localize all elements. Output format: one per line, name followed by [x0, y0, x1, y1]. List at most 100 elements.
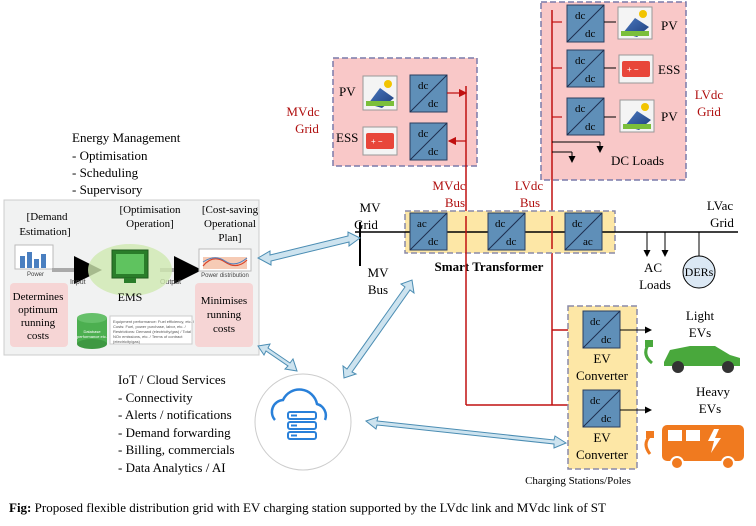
svg-text:dc: dc: [428, 98, 439, 110]
heavy-ev-converter-label-2: Converter: [576, 447, 629, 462]
svg-text:dc: dc: [601, 413, 612, 425]
database-label-2: performance etc.: [77, 334, 107, 339]
svg-text:ac: ac: [583, 236, 593, 248]
lvdc-pv2-converter: dc dc: [566, 97, 605, 136]
st-dc-dc-converter: dc dc: [487, 212, 526, 251]
lvdc-grid-box: [540, 1, 687, 181]
smart-transformer-label: Smart Transformer: [435, 259, 544, 274]
figure-caption: Fig: Proposed flexible distribution grid…: [9, 500, 606, 515]
light-evs-label-1: Light: [686, 308, 715, 323]
dc-loads-label: DC Loads: [611, 153, 664, 168]
params-box: [109, 315, 193, 345]
em-title: Energy Management: [72, 130, 181, 145]
svg-text:dc: dc: [506, 236, 517, 248]
ems-label: EMS: [118, 290, 143, 304]
params-line-3: Restrictions: Demand (electricity/gas) /…: [113, 329, 191, 334]
database-icon: [77, 313, 107, 349]
lvdc-pv1-label: PV: [661, 18, 678, 33]
svg-text:dc: dc: [572, 218, 583, 230]
mv-bus-label-2: Bus: [368, 282, 388, 297]
params-line-4: NOx emissions, etc. / Terms of contract: [113, 334, 183, 339]
minimises-line-1: Minimises: [201, 295, 247, 307]
ems-demand-label-2: Estimation]: [19, 226, 70, 238]
svg-text:dc: dc: [585, 28, 596, 40]
em-item-1: - Optimisation: [72, 148, 148, 163]
lvac-grid-label-1: LVac: [707, 198, 733, 213]
power-distribution-chart-icon: [198, 248, 252, 272]
ems-costsaving-label-2: Operational: [204, 218, 256, 230]
output-label: Output: [160, 279, 181, 286]
svg-text:dc: dc: [575, 103, 586, 115]
mvdc-bus-label-2: Bus: [445, 195, 465, 210]
heavy-ev-bus-icon: [644, 425, 744, 470]
mv-grid-label-1: MV: [360, 200, 382, 215]
mvdc-pv-icon: [362, 75, 398, 111]
determines-line-3: running: [21, 317, 56, 329]
heavy-evs-label-2: EVs: [699, 401, 721, 416]
comm-arrow-cloud-charging: [364, 416, 568, 449]
minimises-line-2: running: [207, 309, 242, 321]
svg-text:dc: dc: [590, 316, 601, 328]
der-circle: [682, 255, 716, 289]
mvdc-ess-converter: dc dc: [409, 122, 448, 161]
svg-text:dc: dc: [585, 121, 596, 133]
mvdc-ess-label: ESS: [336, 130, 358, 145]
ac-loads-label-1: AC: [644, 260, 662, 275]
lvdc-pv1-converter: dc dc: [566, 4, 605, 43]
database-label-1: Database: [83, 329, 101, 334]
determines-line-2: optimum: [18, 304, 58, 316]
st-ac-dc-converter: ac dc: [409, 212, 448, 251]
mv-grid-label-2: Grid: [354, 217, 378, 232]
heavy-ev-converter-label-1: EV: [593, 430, 611, 445]
svg-text:+ −: + −: [371, 137, 383, 146]
mvdc-pv-label: PV: [339, 84, 356, 99]
caption-prefix: Fig:: [9, 500, 31, 515]
svg-text:dc: dc: [575, 55, 586, 67]
cloud-server-icon: [270, 388, 328, 440]
lvdc-pv2-label: PV: [661, 109, 678, 124]
lvdc-ess-converter: dc dc: [566, 49, 605, 88]
computer-icon: [111, 249, 149, 283]
params-line-5: (electricity/gas): [113, 339, 141, 344]
svg-text:dc: dc: [428, 236, 439, 248]
params-line-1: Equipment performance: Fuel efficiency, …: [113, 319, 195, 324]
params-line-2: Costs: Fuel, power purchase, labor, etc.…: [113, 324, 187, 329]
lvdc-pv2-icon: [619, 99, 655, 133]
light-ev-converter-label-1: EV: [593, 351, 611, 366]
mvdc-grid-label-2: Grid: [295, 121, 319, 136]
iot-title: IoT / Cloud Services: [118, 372, 226, 387]
input-label: Input: [70, 279, 86, 286]
iot-item-3: - Demand forwarding: [118, 425, 231, 440]
light-ev-car-icon: [644, 340, 740, 373]
ems-costsaving-label-1: [Cost-saving: [202, 204, 259, 216]
power-distribution-label: Power distribution: [201, 273, 249, 279]
light-ev-converter-label-2: Converter: [576, 368, 629, 383]
ems-optimisation-label-1: [Optimisation: [119, 204, 181, 216]
mvdc-bus-label-1: MVdc: [432, 178, 465, 193]
determines-optimum-box: [10, 283, 68, 347]
determines-line-1: Determines: [13, 291, 64, 303]
svg-text:dc: dc: [575, 10, 586, 22]
em-item-2: - Scheduling: [72, 165, 139, 180]
ders-label: DERs: [685, 265, 714, 279]
svg-text:dc: dc: [585, 73, 596, 85]
determines-line-4: costs: [27, 330, 49, 342]
svg-text:dc: dc: [418, 128, 429, 140]
lvdc-grid-label-2: Grid: [697, 104, 721, 119]
svg-text:dc: dc: [601, 334, 612, 346]
comm-arrow-cloud-st: [342, 279, 415, 379]
svg-text:dc: dc: [590, 395, 601, 407]
svg-text:ac: ac: [417, 218, 427, 230]
iot-item-5: - Data Analytics / AI: [118, 460, 226, 475]
ems-costsaving-label-3: Plan]: [218, 232, 241, 244]
st-dc-ac-converter: dc ac: [564, 212, 603, 251]
lvdc-ess-label: ESS: [658, 62, 680, 77]
light-ev-converter: dc dc: [582, 310, 621, 349]
iot-item-1: - Connectivity: [118, 390, 193, 405]
mvdc-grid-label-1: MVdc: [286, 104, 319, 119]
em-item-3: - Supervisory: [72, 182, 143, 197]
caption-text: Proposed flexible distribution grid with…: [35, 500, 606, 515]
svg-text:+ −: + −: [627, 65, 639, 74]
svg-text:dc: dc: [428, 146, 439, 158]
